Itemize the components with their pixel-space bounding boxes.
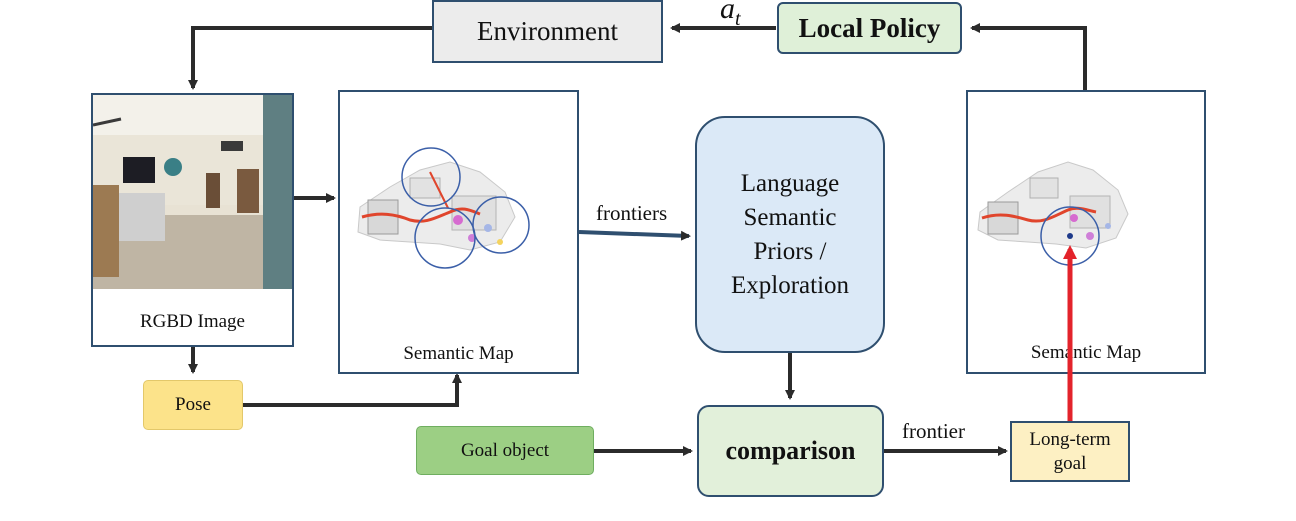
rgbd-image-label: RGBD Image: [139, 311, 245, 332]
goal-object-label: Goal object: [460, 439, 550, 461]
semantic-map-left-drawing: [357, 147, 530, 269]
language-priors-line-1: Language: [740, 169, 840, 197]
language-priors-line-2: Semantic: [743, 203, 837, 231]
semantic-map-left-label: Semantic Map: [403, 343, 514, 364]
pose-label: Pose: [175, 394, 211, 415]
pose-node: Pose: [143, 380, 243, 430]
rgbd-image-panel: RGBD Image: [91, 93, 294, 347]
environment-node: Environment: [432, 0, 663, 63]
long-term-goal-line-1: Long-term: [1029, 428, 1111, 450]
long-term-goal-line-2: goal: [1053, 452, 1087, 474]
language-priors-node: Language Semantic Priors / Exploration: [695, 116, 885, 353]
language-priors-line-4: Exploration: [730, 271, 850, 299]
action-label: at: [720, 0, 741, 30]
rgbd-photo: [93, 95, 292, 289]
arrow-pose-to-map: [243, 373, 462, 407]
local-policy-label: Local Policy: [798, 12, 941, 43]
arrow-map-to-policy: [970, 23, 1087, 90]
semantic-map-right-label: Semantic Map: [1030, 342, 1142, 363]
arrow-environment-to-rgbd: [188, 26, 432, 90]
frontiers-label: frontiers: [596, 201, 668, 225]
arrow-map-to-llm: [578, 230, 691, 241]
language-priors-line-3: Priors /: [753, 237, 827, 265]
long-term-goal-node: Long-term goal: [1010, 421, 1130, 482]
semantic-map-right-drawing: [977, 161, 1129, 266]
comparison-node: comparison: [697, 405, 884, 497]
environment-label: Environment: [477, 16, 618, 46]
frontier-label: frontier: [902, 419, 965, 443]
semantic-map-left-panel: Semantic Map: [338, 90, 579, 374]
semantic-map-right-panel: Semantic Map: [966, 90, 1206, 374]
comparison-label: comparison: [725, 436, 856, 465]
goal-object-node: Goal object: [416, 426, 594, 475]
local-policy-node: Local Policy: [777, 2, 962, 54]
